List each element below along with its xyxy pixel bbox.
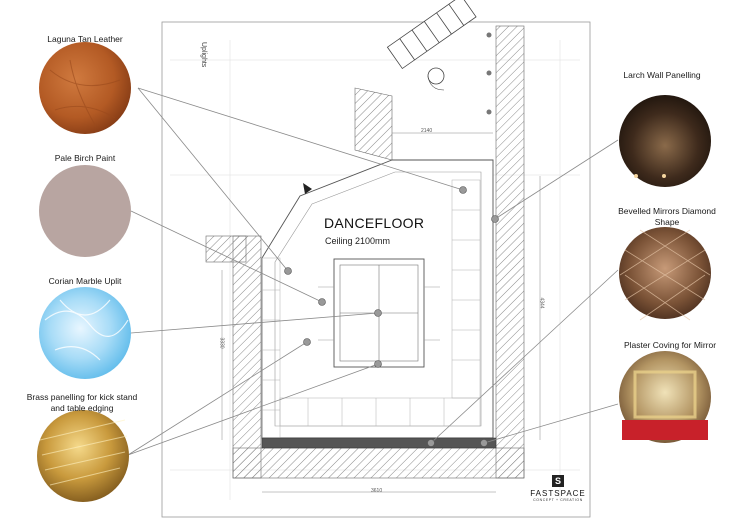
plan-title: DANCEFLOOR (324, 215, 425, 231)
label-birch: Pale Birch Paint (54, 153, 116, 163)
brand-tagline: CONCEPT + CREATION (533, 498, 583, 502)
corian-swatch (39, 287, 131, 379)
label-brass: Brass panelling for kick stand and table… (26, 392, 138, 413)
label-coving: Plaster Coving for Mirror (623, 340, 717, 350)
brand-name: FASTSPACE (530, 489, 586, 498)
uplights-label: Uplights (200, 42, 207, 68)
label-larch: Larch Wall Panelling (623, 70, 701, 80)
dim-right: 4344 (538, 297, 545, 309)
mirror-swatch (619, 227, 711, 321)
logo-icon: S (552, 475, 564, 487)
label-corian: Corian Marble Uplit (48, 276, 122, 286)
label-leather: Laguna Tan Leather (47, 34, 123, 44)
leather-swatch (39, 42, 131, 134)
larch-swatch (619, 95, 711, 187)
dim-left: 3330 (218, 337, 225, 349)
brand-logo: S FASTSPACE CONCEPT + CREATION (528, 475, 588, 502)
dim-top: 2140 (421, 128, 433, 134)
birch-swatch (39, 165, 131, 257)
label-mirror: Bevelled Mirrors Diamond Shape (618, 206, 716, 227)
plan-ceiling: Ceiling 2100mm (325, 236, 391, 246)
brass-swatch (37, 410, 129, 502)
dim-bottom: 3610 (371, 488, 383, 494)
coving-swatch (619, 351, 711, 443)
